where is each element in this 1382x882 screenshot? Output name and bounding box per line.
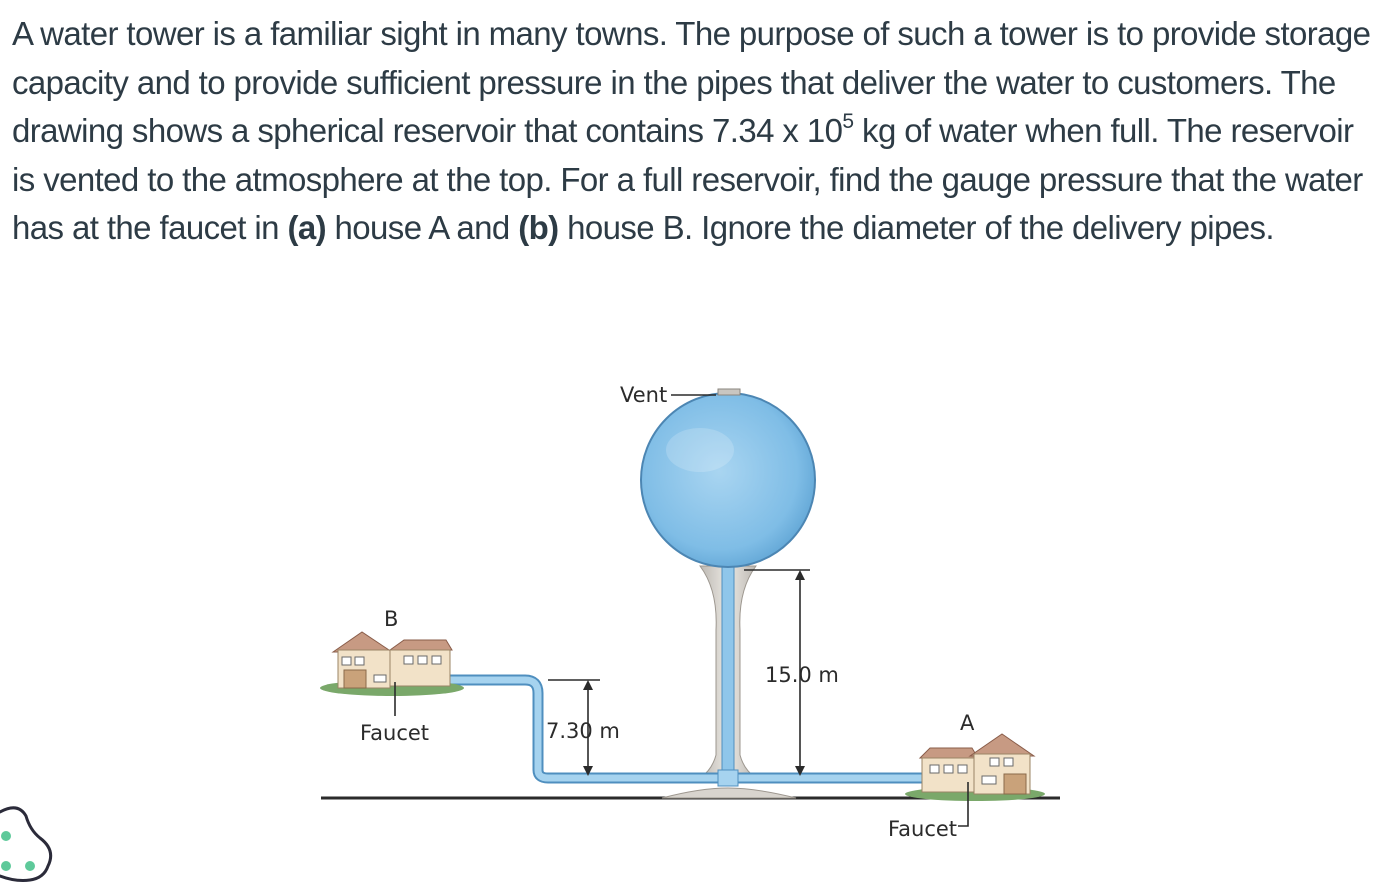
house-b-window-6 bbox=[373, 674, 387, 683]
faucet-a-label: Faucet bbox=[888, 817, 957, 841]
riser-pipe bbox=[721, 565, 735, 781]
faucet-b-label: Faucet bbox=[360, 721, 429, 745]
house-b-letter: B bbox=[384, 607, 398, 631]
house-a-roof bbox=[968, 733, 1036, 757]
house-b-window-3 bbox=[403, 655, 414, 665]
dim-15-arrow-up bbox=[795, 570, 805, 580]
house-a-garage-door bbox=[1003, 773, 1027, 795]
problem-text-part2: kg of water when full. The reservoir is … bbox=[12, 112, 1363, 246]
spherical-reservoir bbox=[640, 392, 816, 568]
house-b-window-2 bbox=[354, 656, 365, 666]
dim-15-arrow-down bbox=[795, 766, 805, 776]
house-a-window-1 bbox=[989, 757, 1000, 767]
dim-7-30-arrow-down bbox=[583, 766, 593, 776]
vent-label: Vent bbox=[620, 383, 667, 407]
house-b-window-1 bbox=[341, 656, 352, 666]
part-b-label: (b) bbox=[518, 209, 559, 246]
house-b-window-4 bbox=[417, 655, 428, 665]
part-a-label: (a) bbox=[287, 209, 326, 246]
house-b-roof bbox=[331, 631, 394, 653]
house-a-wing bbox=[921, 757, 979, 793]
house-a-window-5 bbox=[957, 764, 968, 774]
house-a-letter: A bbox=[960, 711, 975, 735]
house-b-window-5 bbox=[431, 655, 442, 665]
reservoir-highlight bbox=[666, 428, 734, 472]
house-a bbox=[905, 733, 1045, 801]
house-a-window-3 bbox=[929, 764, 940, 774]
water-tower-diagram: Vent 7.30 m 15.0 m B Faucet bbox=[320, 383, 1060, 841]
tower-base bbox=[661, 787, 797, 799]
height-b-label: 7.30 m bbox=[546, 719, 620, 743]
problem-text-part1: A water tower is a familiar sight in man… bbox=[12, 15, 1371, 149]
house-a-window-4 bbox=[943, 764, 954, 774]
house-a-window-2 bbox=[1003, 757, 1014, 767]
problem-text-part4: house B. Ignore the diameter of the deli… bbox=[558, 209, 1274, 246]
dim-7-30-arrow-up bbox=[583, 680, 593, 690]
house-b-garage-door bbox=[343, 669, 367, 689]
faucet-a-pointer bbox=[958, 782, 969, 827]
problem-text-part3: house A and bbox=[325, 209, 519, 246]
vent-cap bbox=[717, 388, 741, 396]
house-b bbox=[320, 631, 464, 696]
house-b-wing bbox=[389, 649, 451, 687]
house-b-wing-roof bbox=[388, 639, 453, 651]
delivery-pipe-to-house-b-fill bbox=[400, 676, 722, 782]
height-a-label: 15.0 m bbox=[765, 663, 839, 687]
pipe-junction bbox=[717, 769, 739, 787]
dots-blob-icon[interactable] bbox=[0, 800, 62, 882]
problem-statement: A water tower is a familiar sight in man… bbox=[12, 10, 1374, 253]
house-a-window-6 bbox=[981, 775, 997, 785]
exponent: 5 bbox=[842, 110, 854, 133]
